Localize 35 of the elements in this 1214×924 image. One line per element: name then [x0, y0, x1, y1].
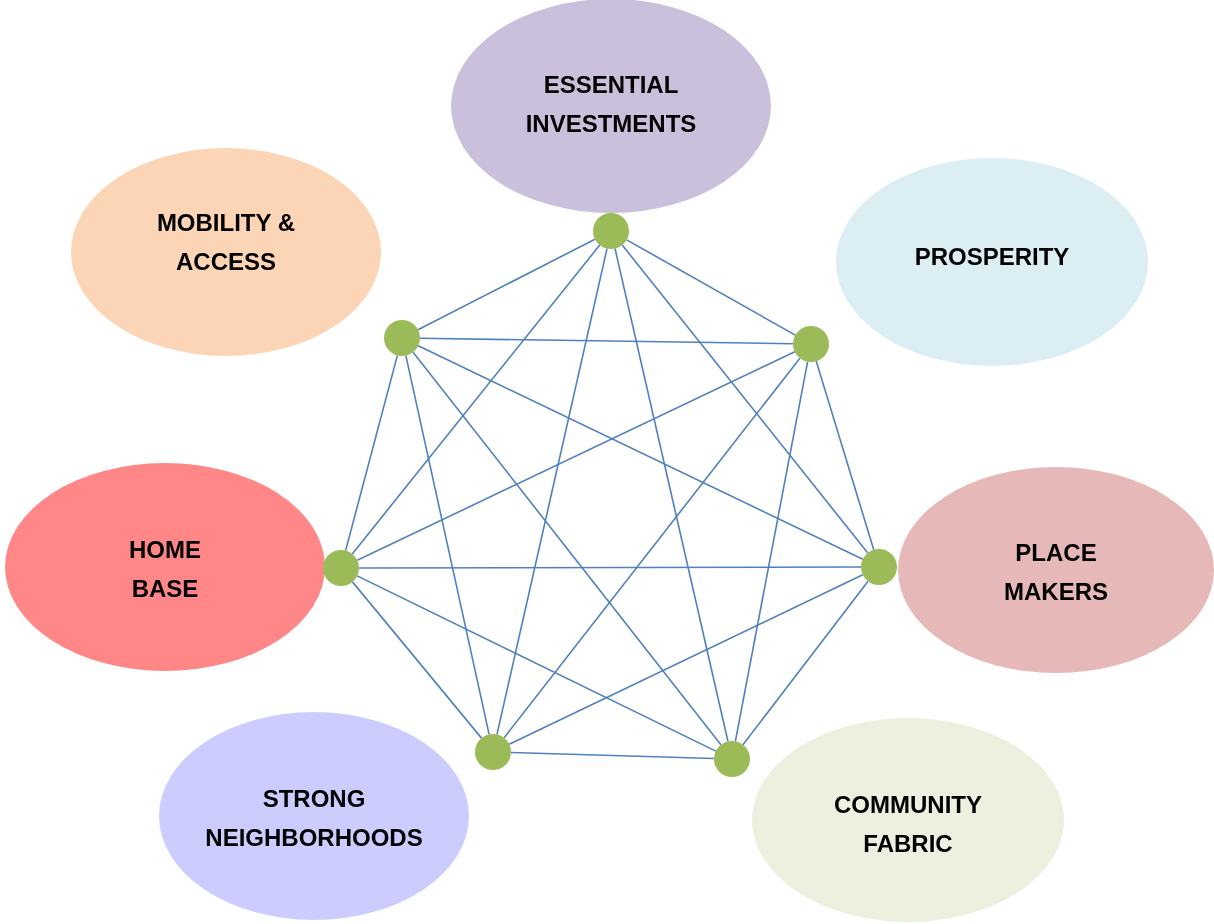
- connector-line: [510, 751, 715, 760]
- node-label: STRONG NEIGHBORHOODS: [204, 784, 424, 853]
- connector-line: [417, 238, 596, 331]
- connector-dot: [384, 320, 420, 356]
- connector-line: [358, 566, 862, 569]
- connector-dot: [323, 550, 359, 586]
- node-label: PROSPERITY: [913, 241, 1071, 272]
- node-label: PLACE MAKERS: [1003, 538, 1109, 607]
- connector-line: [412, 351, 722, 746]
- connector-line: [496, 247, 608, 736]
- connector-line: [351, 244, 601, 555]
- connector-line: [621, 244, 869, 554]
- connector-line: [742, 580, 869, 746]
- connector-line: [614, 247, 729, 743]
- connector-line: [503, 357, 801, 739]
- connector-line: [417, 345, 864, 560]
- connector-line: [815, 360, 875, 551]
- connector-dot: [475, 734, 511, 770]
- connector-line: [356, 575, 717, 752]
- connector-dot: [593, 213, 629, 249]
- connector-line: [356, 350, 796, 562]
- connector-dot: [861, 549, 897, 585]
- connector-line: [625, 239, 797, 336]
- node-label: COMMUNITY FABRIC: [833, 790, 983, 859]
- connector-line: [508, 574, 864, 745]
- connector-line: [405, 354, 490, 736]
- connector-line: [344, 354, 399, 552]
- connector-line: [734, 360, 809, 743]
- node-label: MOBILITY & ACCESS: [155, 208, 297, 277]
- node-label: HOME BASE: [128, 535, 202, 604]
- connector-dot: [793, 326, 829, 362]
- connector-line: [419, 337, 794, 345]
- connector-dot: [714, 741, 750, 777]
- node-label: ESSENTIAL INVESTMENTS: [524, 70, 698, 139]
- connector-line: [351, 581, 483, 739]
